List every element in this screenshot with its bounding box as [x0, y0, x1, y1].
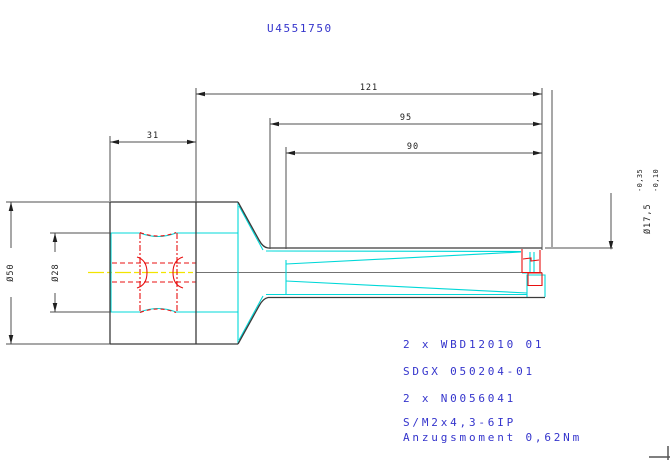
insert-group	[521, 249, 543, 287]
dim-d28-label: Ø28	[50, 263, 61, 281]
frame-corner-mark	[649, 446, 670, 460]
drawing-number: U4551750	[267, 22, 333, 35]
taper-top-edge	[237, 201, 269, 249]
dim-d50-label: Ø50	[5, 263, 16, 281]
dim-d17-5-label: Ø17,5	[642, 203, 653, 234]
center-insert	[527, 272, 543, 287]
annotation-texts-group: U4551750 2 x WBD12010 01 SDGX 050204-01 …	[267, 22, 582, 444]
dim-121-label: 121	[360, 83, 378, 93]
parts-list-line-2: SDGX 050204-01	[403, 365, 535, 378]
tip-pocket-contour	[526, 274, 546, 297]
parts-list-line-4: S/M2x4,3-6IP	[403, 416, 516, 429]
dim-d17-5-tol-lower: -0,10	[652, 169, 660, 192]
parts-list-line-5: Anzugsmoment 0,62Nm	[403, 431, 582, 444]
dim-31-label: 31	[147, 131, 159, 141]
dim-d17-5-tol-upper: -0,35	[636, 169, 644, 192]
dim-90-label: 90	[407, 142, 419, 152]
parts-list-line-1: 2 x WBD12010 01	[403, 338, 544, 351]
flute-line-top	[265, 250, 522, 253]
coolant-channel-group	[112, 231, 196, 314]
part-outline-group	[109, 201, 545, 345]
taper-bottom-edge	[237, 296, 269, 345]
dim-d17-5-label-group: Ø17,5 -0,35 -0,10	[636, 169, 660, 234]
parts-list-line-3: 2 x N0056041	[403, 392, 516, 405]
dim-95-label: 95	[400, 113, 412, 123]
dimensions-group: 121 95 90 31 Ø50 Ø28 Ø17,5 -0,35 -0,10	[5, 83, 660, 345]
